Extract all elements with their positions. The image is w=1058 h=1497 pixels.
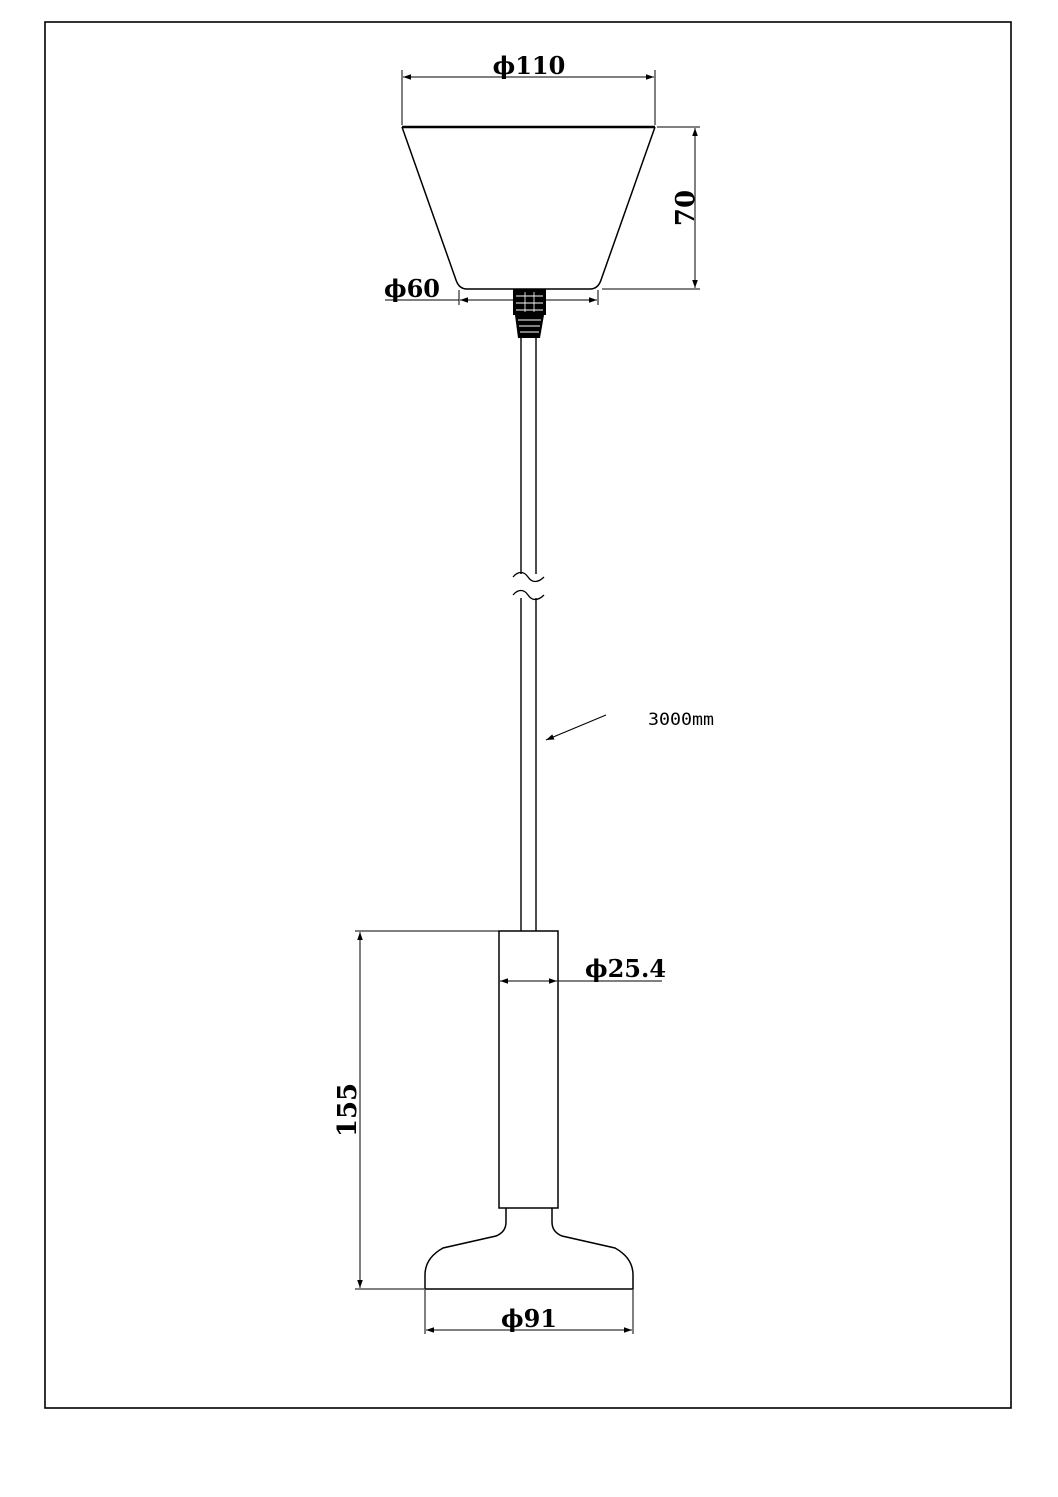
cable <box>520 338 537 931</box>
drawing-border <box>44 21 1012 1409</box>
cable-break-symbol <box>512 571 545 601</box>
body-diameter-label: ϕ25.4 <box>585 954 666 983</box>
body-height-label: 155 <box>333 1083 363 1137</box>
pendant-body <box>498 930 559 1209</box>
pendant-base <box>424 1208 634 1290</box>
canopy-diameter-label: ϕ110 <box>493 51 566 80</box>
cable-length-label: 3000mm <box>648 710 714 730</box>
body-height-dimension: 155 <box>333 930 499 1290</box>
cable-gland <box>513 289 546 338</box>
base-diameter-dimension: ϕ91 <box>424 1290 634 1334</box>
cable-length-callout: 3000mm <box>545 710 714 741</box>
canopy-base-diameter-label: ϕ60 <box>384 274 440 303</box>
canopy-diameter-dimension: ϕ110 <box>401 51 656 125</box>
canopy <box>401 125 656 290</box>
body-diameter-dimension: ϕ25.4 <box>500 954 666 984</box>
canopy-base-diameter-dimension: ϕ60 <box>384 274 599 305</box>
canopy-height-label: 70 <box>671 190 701 226</box>
base-diameter-label: ϕ91 <box>501 1304 557 1333</box>
canopy-height-dimension: 70 <box>602 126 701 290</box>
